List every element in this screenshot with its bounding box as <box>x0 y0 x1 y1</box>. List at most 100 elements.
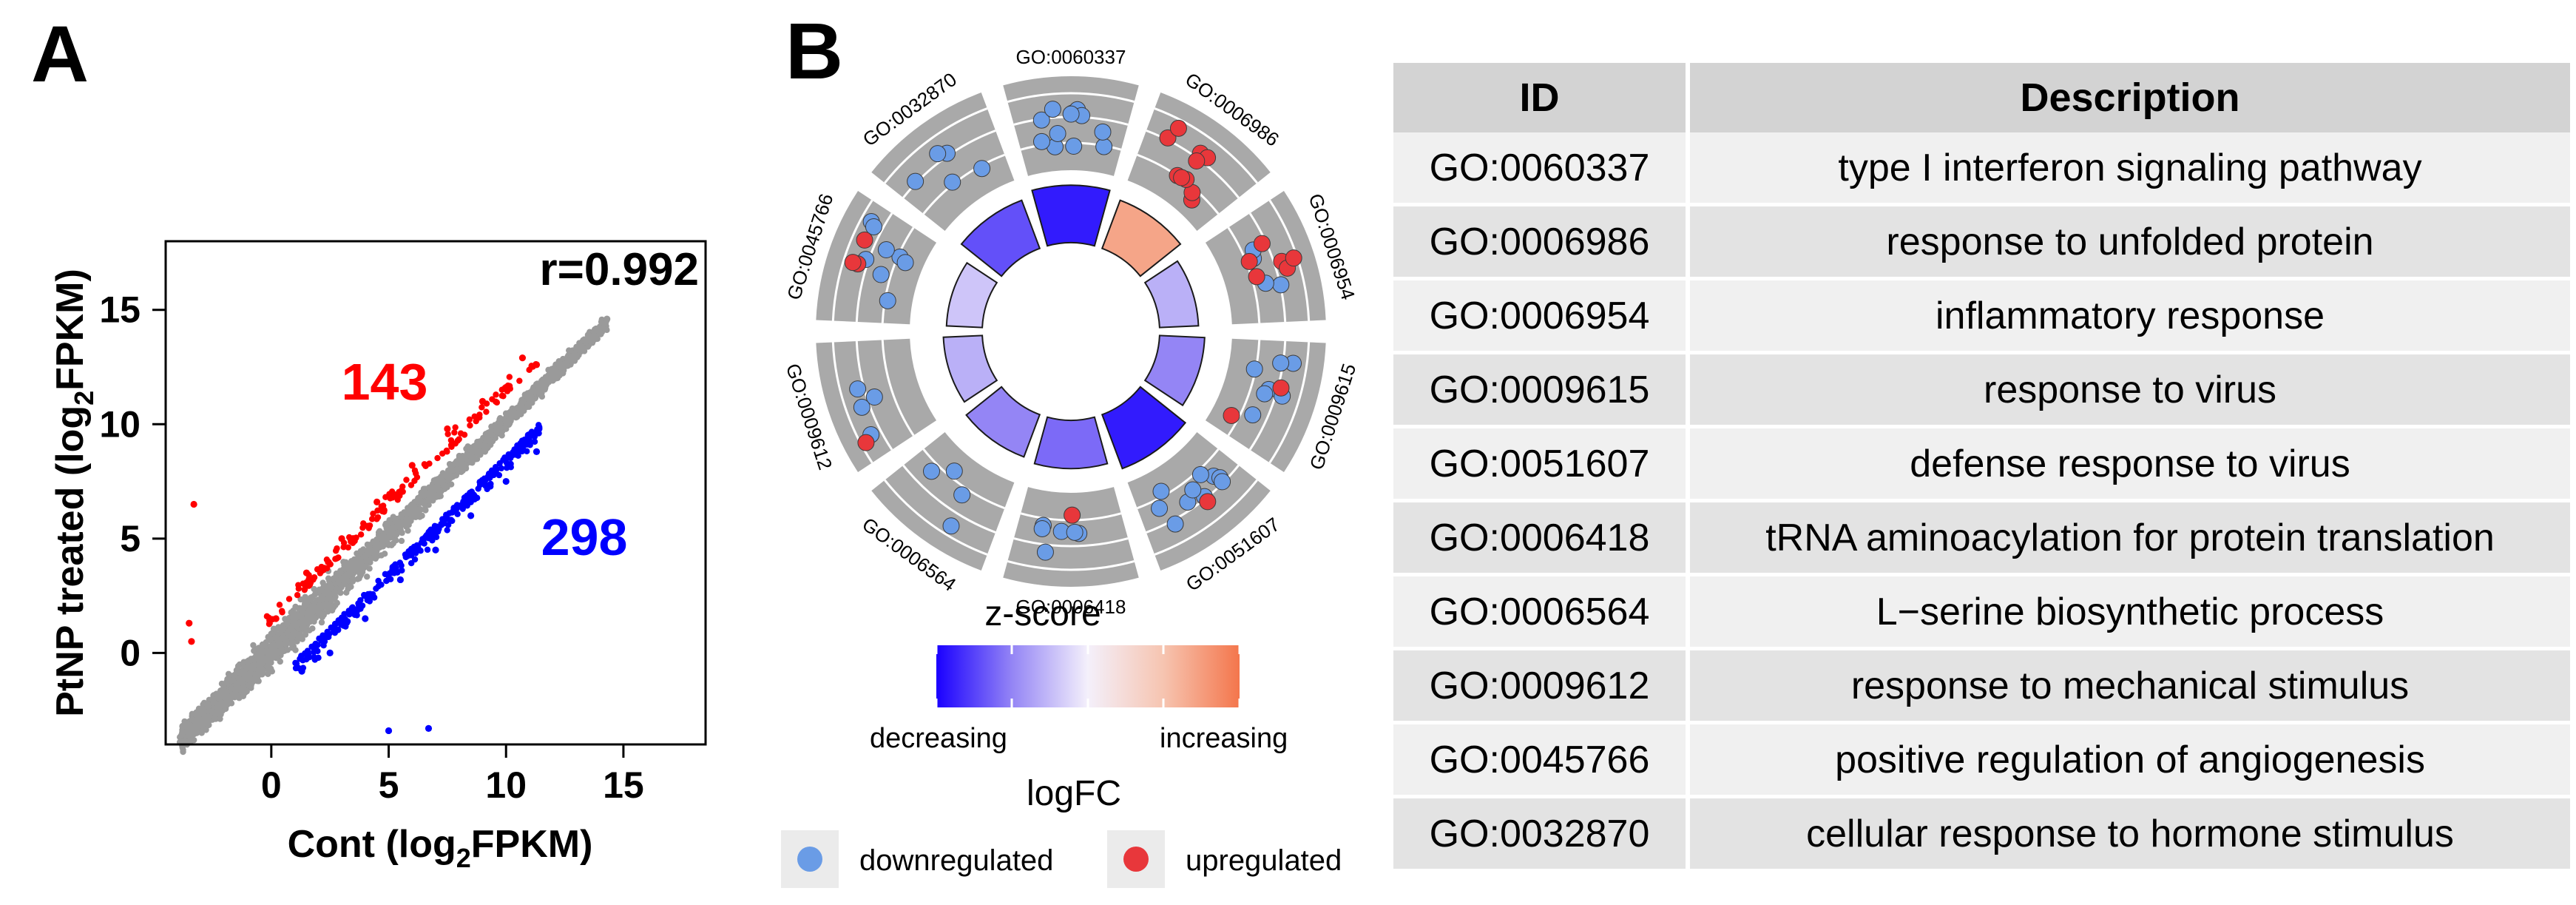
go-description-cell: response to virus <box>1690 351 2570 425</box>
go-zscore-bar <box>942 334 998 403</box>
zscore-legend-title: z-score <box>984 594 1101 633</box>
go-down-point <box>849 380 867 398</box>
upregulated-key-label: upregulated <box>1186 844 1342 877</box>
go-up-point <box>1248 268 1265 286</box>
go-up-point <box>1285 249 1302 267</box>
go-zscore-bar <box>965 386 1041 458</box>
downregulated-key-label: downregulated <box>859 844 1053 877</box>
go-down-point <box>1049 124 1066 142</box>
scatter-point-ns <box>379 539 386 546</box>
go-zscore-bar <box>1101 199 1182 277</box>
go-down-point <box>1244 406 1262 424</box>
scatter-point-ns <box>348 583 354 591</box>
panel-label-a: A <box>31 9 89 98</box>
scatter-point-ns <box>250 642 257 649</box>
go-id-cell: GO:0006986 <box>1393 203 1690 277</box>
scatter-point-ns <box>299 636 305 642</box>
panel-label-b: B <box>785 6 843 95</box>
scatter-point-ns <box>476 439 483 445</box>
scatter-point-ns <box>356 575 362 582</box>
go-zscore-bar <box>1143 334 1206 407</box>
go-down-point <box>929 145 947 163</box>
description-column-header: Description <box>1690 63 2570 132</box>
scatter-point-ns <box>363 573 371 580</box>
go-down-point <box>879 292 896 309</box>
go-down-point <box>1065 138 1083 155</box>
go-zscore-bar <box>1031 184 1111 247</box>
scatter-point-ns <box>366 565 373 572</box>
scatter-point-ns <box>436 493 442 500</box>
go-id-cell: GO:0006954 <box>1393 277 1690 351</box>
go-down-point <box>1062 105 1080 123</box>
scatter-point-ns <box>398 537 405 545</box>
go-down-point <box>1066 523 1084 541</box>
go-zscore-bar <box>1143 260 1200 329</box>
scatter-point-ns <box>464 443 471 450</box>
go-down-point <box>973 160 991 178</box>
go-up-point <box>844 254 862 272</box>
scatter-point-ns <box>343 589 350 596</box>
go-term-track <box>1003 75 1139 176</box>
go-down-point <box>945 462 963 480</box>
go-up-point <box>1253 235 1271 252</box>
scatter-points <box>176 315 611 756</box>
go-id-cell: GO:0009615 <box>1393 351 1690 425</box>
go-circle-plot: GO:0060337GO:0006986GO:0006954GO:0009615… <box>781 46 1360 888</box>
go-down-point <box>1095 138 1113 155</box>
go-up-point <box>1169 119 1187 137</box>
go-down-point <box>1152 482 1170 500</box>
go-up-point <box>857 434 875 451</box>
go-down-point <box>1245 360 1263 378</box>
go-id-cell: GO:0060337 <box>1393 132 1690 203</box>
go-up-point <box>856 231 873 249</box>
go-id-cell: GO:0032870 <box>1393 795 1690 869</box>
go-id-cell: GO:0045766 <box>1393 721 1690 795</box>
go-description-cell: L−serine biosynthetic process <box>1690 573 2570 647</box>
scatter-point-ns <box>345 571 352 577</box>
go-down-point <box>1191 465 1209 483</box>
go-down-point <box>1151 499 1169 517</box>
scatter-point-ns <box>309 625 316 632</box>
go-down-point <box>1032 132 1050 150</box>
go-up-point <box>1223 406 1240 424</box>
go-id-cell: GO:0009612 <box>1393 647 1690 721</box>
id-column-header: ID <box>1393 63 1690 132</box>
go-description-cell: positive regulation of angiogenesis <box>1690 721 2570 795</box>
zscore-gradient-bar <box>936 645 1240 707</box>
go-zscore-bar <box>960 199 1041 277</box>
go-up-point <box>1064 506 1081 524</box>
go-down-point <box>944 173 961 191</box>
go-down-point <box>942 517 960 535</box>
go-id-cell: GO:0006564 <box>1393 573 1690 647</box>
go-up-point <box>1199 493 1217 511</box>
go-down-point <box>1184 481 1202 499</box>
zscore-low-label: decreasing <box>870 723 1007 754</box>
go-description-cell: cellular response to hormone stimulus <box>1690 795 2570 869</box>
go-down-point <box>853 398 871 416</box>
go-term-label: GO:0060337 <box>1016 46 1126 68</box>
go-description-cell: inflammatory response <box>1690 277 2570 351</box>
scatter-point-ns <box>477 451 484 458</box>
go-down-point <box>1214 473 1231 491</box>
scatter-point-ns <box>236 695 243 702</box>
go-description-cell: defense response to virus <box>1690 425 2570 499</box>
go-down-point <box>922 462 940 480</box>
go-down-point <box>1256 385 1274 403</box>
scatter-point-ns <box>566 347 572 354</box>
zscore-high-label: increasing <box>1160 723 1288 754</box>
go-description-cell: response to mechanical stimulus <box>1690 647 2570 721</box>
go-zscore-bar <box>1033 416 1109 470</box>
go-up-point <box>1173 169 1191 186</box>
go-down-point <box>1044 101 1061 118</box>
go-down-point <box>1036 543 1054 561</box>
go-up-point <box>1188 152 1206 170</box>
